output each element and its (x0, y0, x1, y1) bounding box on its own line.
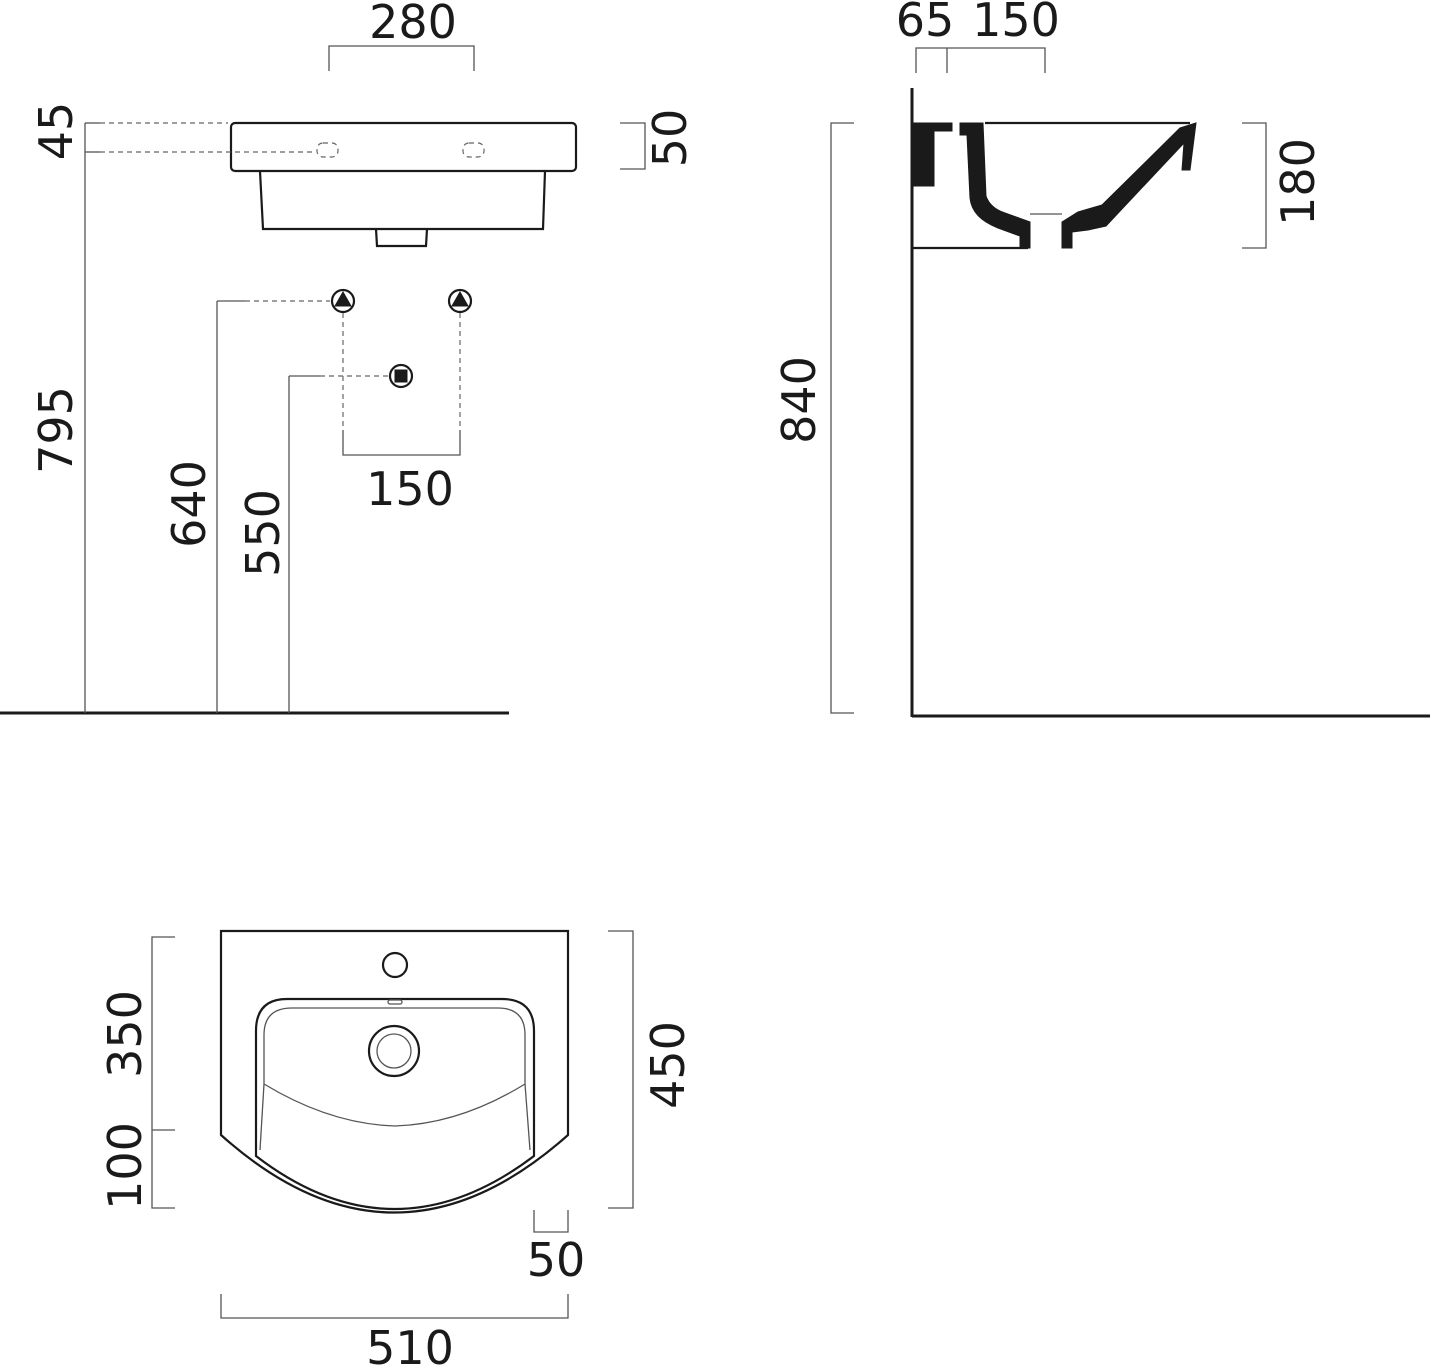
front-drain (374, 228, 429, 248)
side-basin-wall-front (959, 122, 1031, 249)
top-tap-hole-icon (381, 951, 409, 979)
supply-right-icon (447, 288, 473, 314)
top-dim-50-line (533, 1210, 569, 1233)
front-dim-50: 50 (643, 109, 697, 168)
side-dim-840: 840 (772, 356, 826, 444)
front-dim-280: 280 (369, 0, 457, 49)
top-bowl-outer (254, 997, 536, 1210)
front-view: 280 45 795 50 640 550 150 (0, 0, 697, 715)
waste-icon (388, 363, 414, 389)
top-dim-100: 100 (98, 1122, 152, 1210)
side-dim-150: 150 (972, 0, 1060, 47)
front-dim-795: 795 (29, 386, 83, 474)
top-dim-left-line (151, 936, 175, 1209)
side-wall-bracket (912, 122, 953, 187)
supply-left-icon (330, 288, 356, 314)
side-dim-180-line (1242, 122, 1267, 249)
front-tap-hole-right (462, 142, 485, 158)
front-dim-50-line (620, 122, 646, 170)
front-dim-640: 640 (162, 460, 216, 548)
front-dim-280-line (328, 45, 475, 71)
side-view: 65 150 180 840 (772, 0, 1430, 718)
front-tap-hole-left (316, 142, 339, 158)
front-dim-150-line (342, 430, 461, 456)
top-overflow-icon (387, 999, 403, 1005)
top-dim-510: 510 (366, 1321, 454, 1366)
side-dim-840-line (830, 122, 854, 714)
top-drain-icon (367, 1024, 421, 1078)
front-dim-45: 45 (29, 102, 83, 161)
side-dim-top-line (915, 47, 1046, 73)
side-dim-180: 180 (1271, 138, 1325, 226)
top-view: 350 100 450 50 510 (98, 929, 695, 1366)
front-basin-body (258, 170, 547, 231)
side-basin-wall-back (1061, 122, 1197, 249)
top-dim-450-line (608, 930, 634, 1209)
top-dim-50: 50 (527, 1233, 586, 1287)
top-dim-350: 350 (98, 990, 152, 1078)
top-basin-outline (219, 929, 570, 1214)
side-dim-65: 65 (896, 0, 955, 47)
front-basin-rim (229, 121, 578, 173)
top-dim-450: 450 (641, 1021, 695, 1109)
top-bowl-inner (263, 1007, 526, 1127)
front-dim-550: 550 (236, 489, 290, 577)
front-dim-150: 150 (366, 462, 454, 516)
top-dim-510-line (220, 1294, 569, 1319)
